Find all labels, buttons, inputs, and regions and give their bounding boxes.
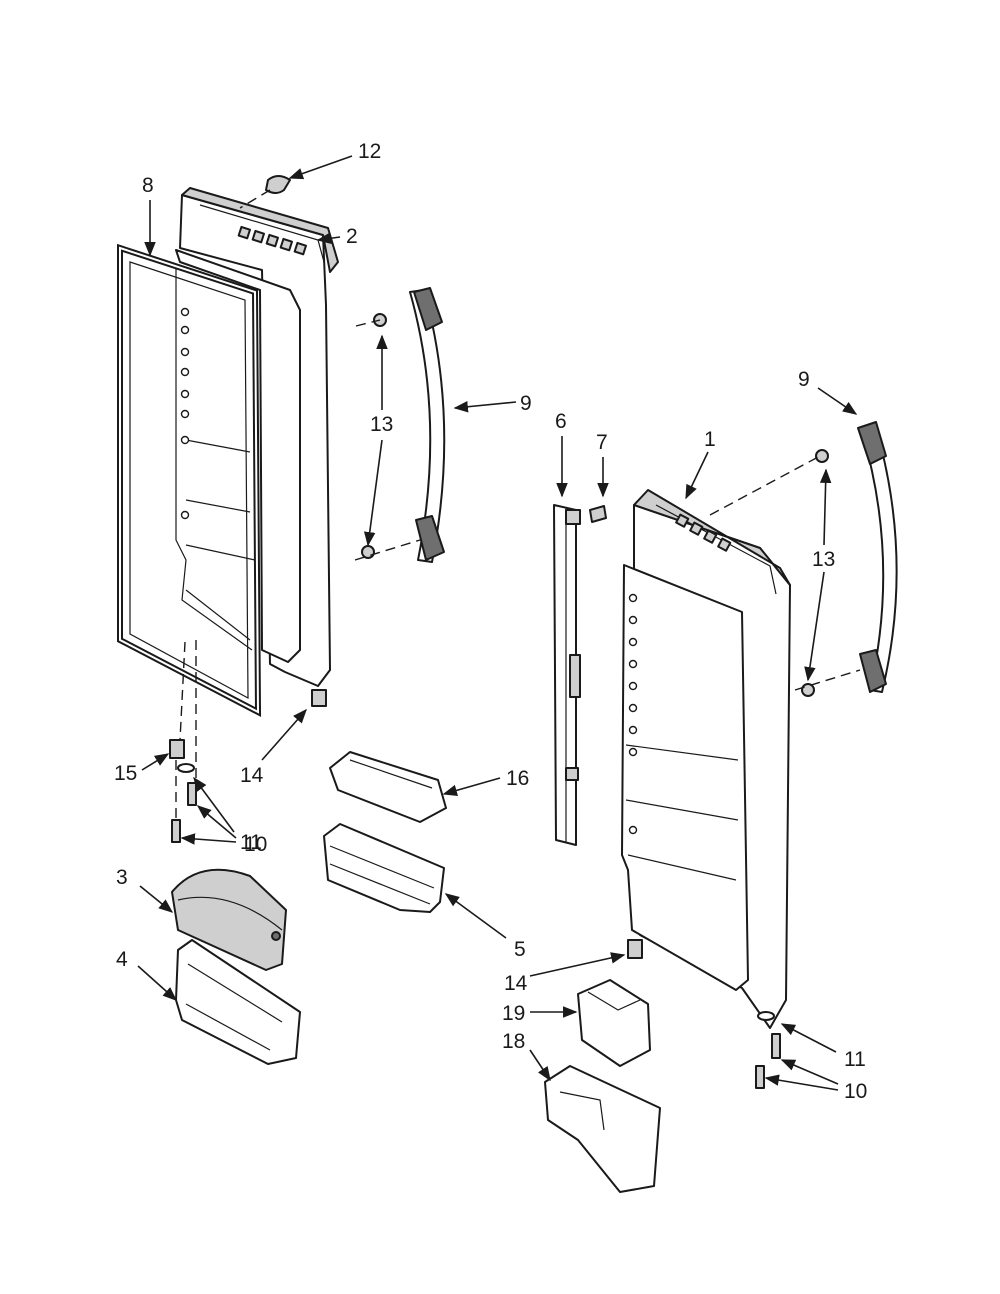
callout-12: 12 (358, 140, 381, 163)
part-12-clip (265, 175, 291, 194)
callout-4: 4 (116, 948, 128, 971)
callout-1: 1 (704, 428, 716, 451)
screw-part-7 (589, 505, 607, 523)
part-10-screw-right-a (771, 1033, 781, 1059)
callout-6: 6 (555, 410, 567, 433)
part-10-screw-a (187, 782, 197, 806)
left-door-hinge-bushing-14 (311, 689, 327, 707)
left-door-top-vents (237, 225, 307, 256)
right-door-shelf-bumps (628, 593, 638, 835)
callout-18: 18 (502, 1030, 525, 1053)
callout-9-right: 9 (798, 368, 810, 391)
callout-16: 16 (506, 767, 529, 790)
shelf-cover-part-16 (329, 751, 447, 823)
callout-11-left: 11 (240, 831, 262, 854)
callout-14-right: 14 (504, 972, 528, 995)
left-bottom-hardware (169, 739, 197, 843)
callout-numbers: 12 8 2 13 9 6 7 1 9 13 15 14 11 10 16 3 … (114, 140, 867, 1103)
door-bin-part-5 (323, 823, 445, 913)
ice-chute-part-19 (577, 979, 651, 1067)
part-15-bushing (169, 739, 185, 759)
callout-8: 8 (142, 174, 154, 197)
right-door-hinge-bushing-14 (627, 939, 643, 959)
right-handle-part-9 (801, 421, 898, 697)
callout-11-right: 11 (844, 1048, 866, 1071)
door-gasket-part-8 (117, 243, 262, 717)
part-10-screw-right-b (755, 1065, 765, 1089)
callout-13-left: 13 (370, 413, 393, 436)
ice-bin-part-18 (544, 1065, 661, 1193)
right-door-top-vents (675, 513, 732, 552)
callout-2: 2 (346, 225, 358, 248)
hinge-channel-part-6 (553, 504, 581, 846)
callout-5: 5 (514, 938, 526, 961)
callout-3: 3 (116, 866, 128, 889)
assembly-lines (175, 189, 861, 820)
callout-10-left: 10 (244, 833, 267, 856)
part-10-screw-b (171, 819, 181, 843)
dairy-bin-part-4 (175, 939, 301, 1065)
left-handle-part-9 (361, 287, 446, 563)
part-11-washer-right (757, 1011, 775, 1021)
callout-10-right: 10 (844, 1080, 867, 1103)
callout-7: 7 (596, 431, 608, 454)
callout-leaders (137, 155, 858, 1091)
callout-19: 19 (502, 1002, 525, 1025)
part-11-washer (177, 763, 195, 773)
right-door-part-1 (621, 489, 791, 1029)
dairy-cover-part-3 (171, 868, 287, 971)
callout-15: 15 (114, 762, 137, 785)
callout-14-left: 14 (240, 764, 264, 787)
right-bottom-hardware (755, 1011, 781, 1089)
callout-13-right: 13 (812, 548, 835, 571)
left-door-shelf-bumps (180, 307, 190, 520)
left-door-part-2 (175, 187, 339, 707)
callout-9-left: 9 (520, 392, 532, 415)
